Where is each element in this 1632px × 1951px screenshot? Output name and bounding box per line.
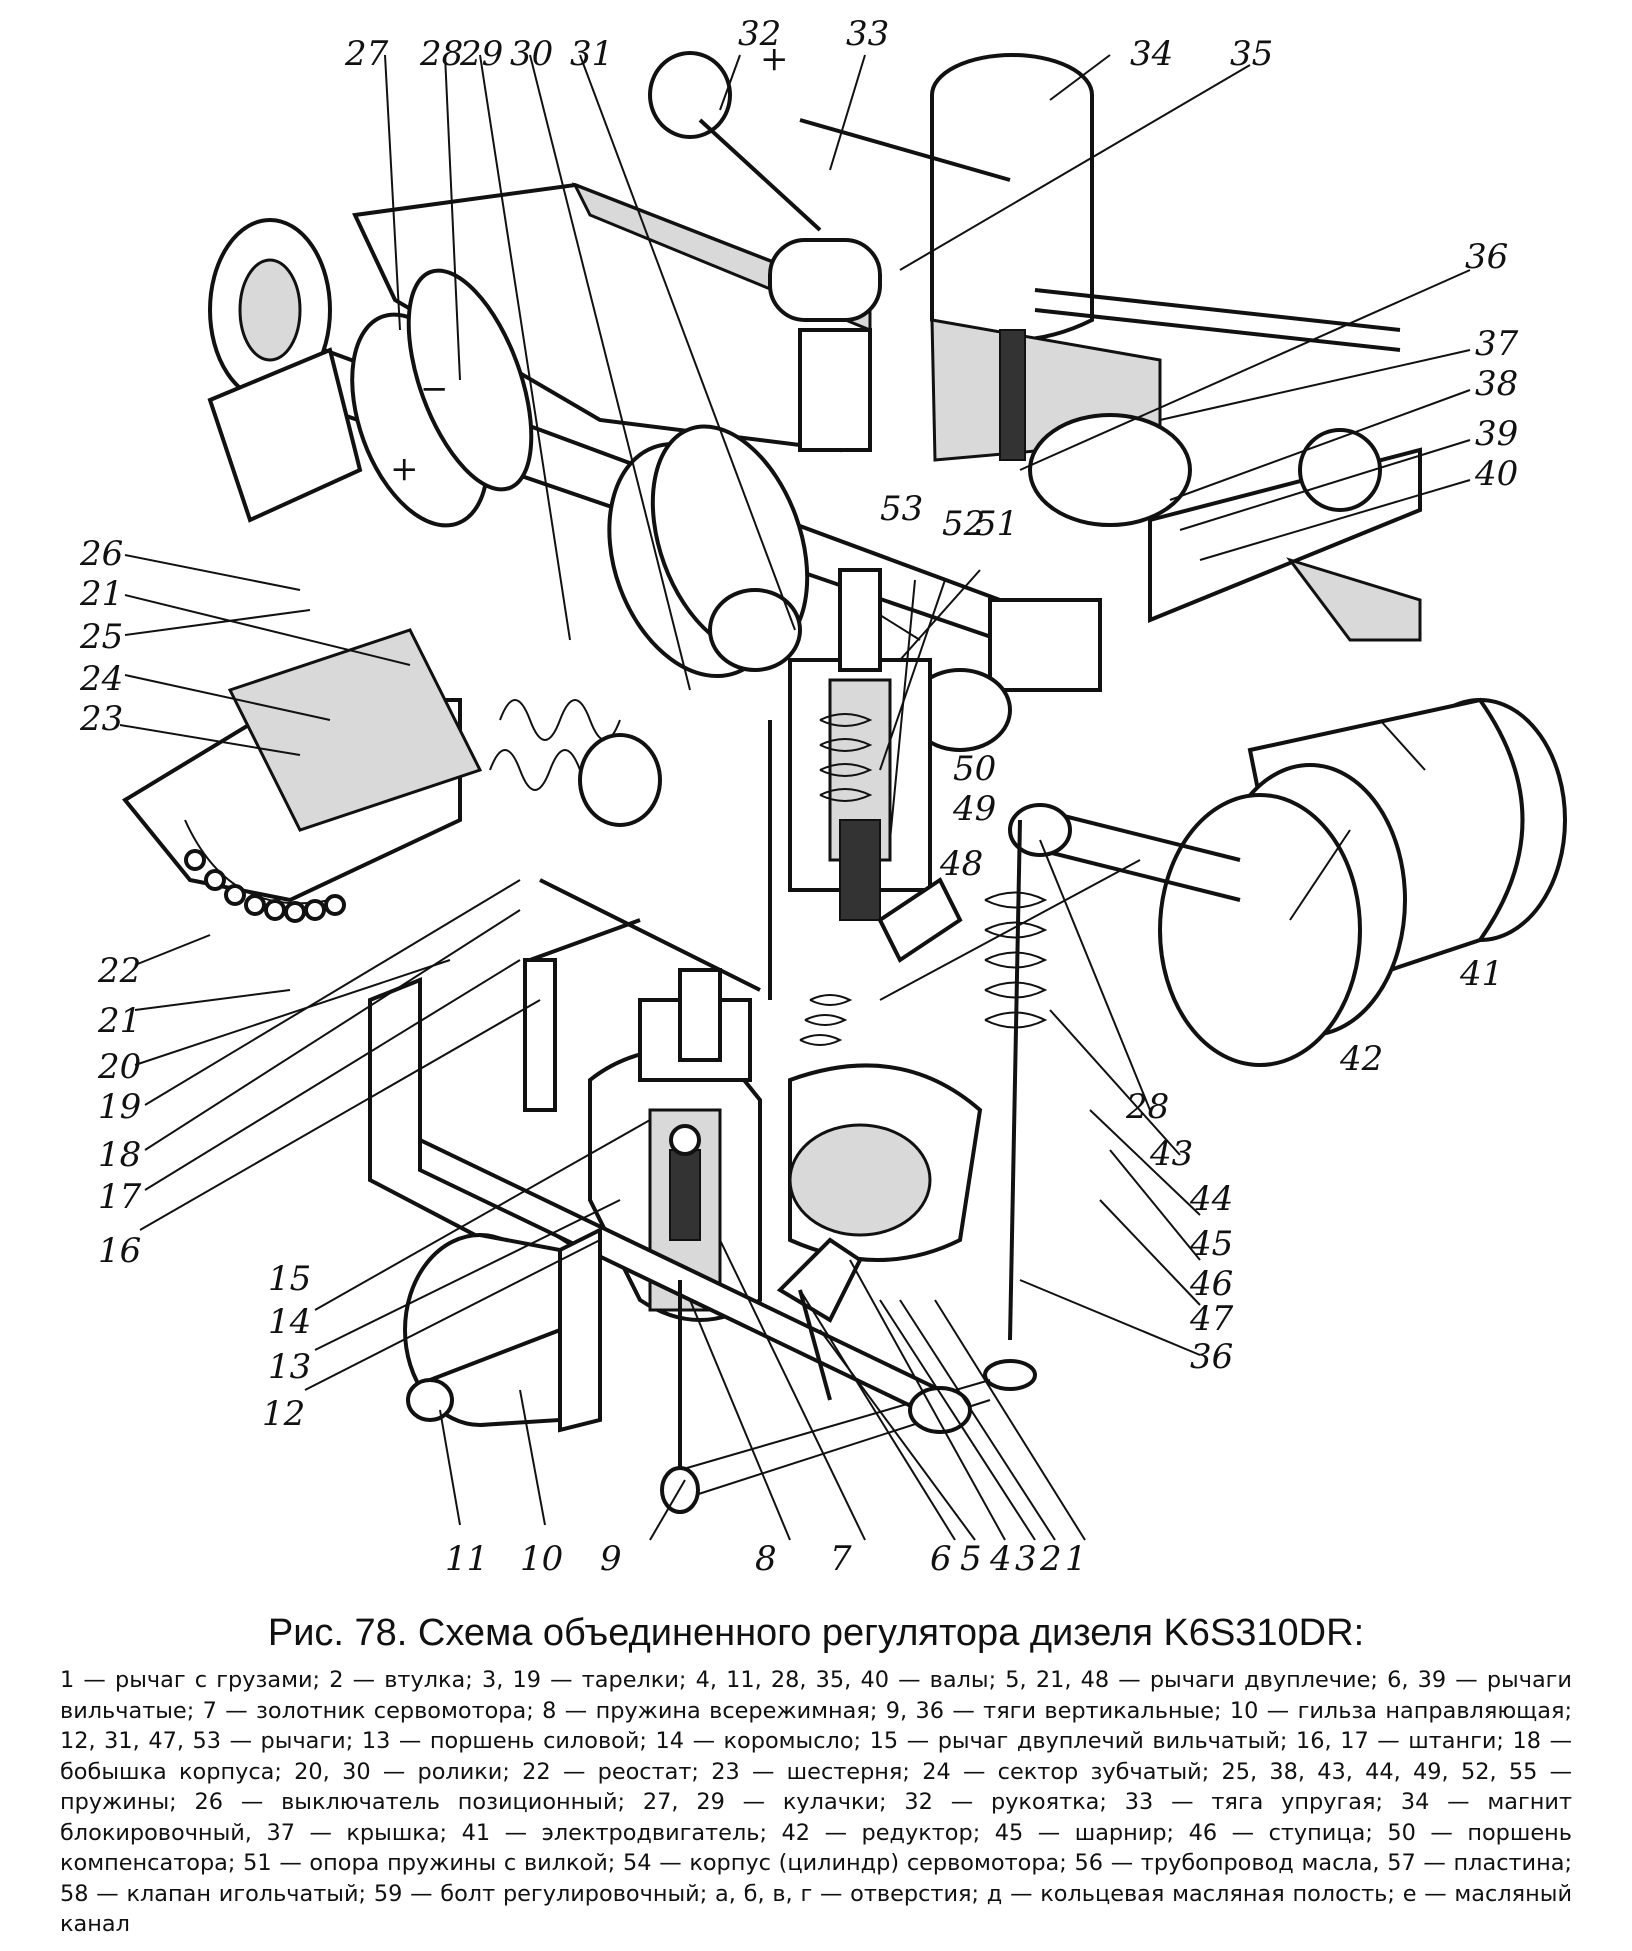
left-gear-assembly (122, 218, 483, 923)
label-49: 49 (952, 789, 996, 829)
label-10: 10 (520, 1539, 563, 1579)
label-20: 20 (97, 1047, 141, 1087)
label-29: 29 (459, 34, 503, 74)
label-27: 27 (344, 34, 389, 74)
label-32: 32 (738, 14, 781, 54)
label-52: 52 (942, 504, 985, 544)
plus-sign-handle: + (760, 39, 789, 79)
label-53: 53 (880, 489, 923, 529)
caption-legend: 1 — рычаг с грузами; 2 — втулка; 3, 19 —… (60, 1667, 1572, 1937)
label-28-lower: 28 (1125, 1087, 1169, 1127)
label-24: 24 (79, 659, 123, 699)
label-40: 40 (1474, 454, 1518, 494)
servomotor-body (588, 998, 983, 1322)
label-9: 9 (600, 1539, 622, 1579)
label-35: 35 (1230, 34, 1273, 74)
label-3: 3 (1015, 1539, 1037, 1579)
label-37: 37 (1475, 324, 1519, 364)
label-17: 17 (98, 1177, 142, 1217)
vertical-rod-36 (983, 819, 1048, 1391)
label-5: 5 (960, 1539, 982, 1579)
label-28-upper: 28 (419, 34, 463, 74)
label-19: 19 (98, 1087, 141, 1127)
label-42: 42 (1339, 1039, 1383, 1079)
label-16: 16 (98, 1231, 141, 1271)
plus-sign-cam: + (390, 449, 419, 489)
caption-title: Рис. 78. Схема объединенного регулятора … (267, 1612, 1365, 1654)
label-22: 22 (97, 951, 141, 991)
label-6: 6 (930, 1539, 952, 1579)
label-25: 25 (79, 617, 123, 657)
label-47: 47 (1189, 1299, 1234, 1339)
label-36-lower: 36 (1190, 1337, 1233, 1377)
reostat-contacts (184, 849, 346, 923)
part-labels: 1 2 3 4 5 6 7 8 9 10 11 12 13 14 15 16 1… (79, 14, 1519, 1579)
label-21-lower: 21 (97, 1001, 141, 1041)
drawing: + + − (122, 39, 1567, 1514)
label-21-upper: 21 (79, 574, 123, 614)
label-14: 14 (268, 1302, 311, 1342)
label-7: 7 (830, 1539, 852, 1579)
label-34: 34 (1130, 34, 1173, 74)
label-18: 18 (98, 1135, 141, 1175)
label-30: 30 (510, 34, 553, 74)
label-51: 51 (975, 504, 1018, 544)
compensator-cylinder (788, 568, 932, 921)
label-13: 13 (268, 1347, 311, 1387)
label-45: 45 (1189, 1224, 1233, 1264)
label-4: 4 (989, 1539, 1012, 1579)
block-magnet (930, 53, 1162, 462)
motor-and-reducer (1008, 697, 1567, 1067)
label-15: 15 (268, 1259, 311, 1299)
label-44: 44 (1189, 1179, 1233, 1219)
label-12: 12 (262, 1394, 305, 1434)
label-23: 23 (79, 699, 123, 739)
label-46: 46 (1189, 1264, 1233, 1304)
label-36-upper: 36 (1465, 237, 1508, 277)
label-50: 50 (953, 749, 996, 789)
label-33: 33 (846, 14, 889, 54)
cam-shaft-assembly (269, 268, 1001, 679)
figure-caption: Рис. 78. Схема объединенного регулятора … (60, 1612, 1572, 1940)
label-39: 39 (1475, 414, 1518, 454)
label-2: 2 (1039, 1539, 1062, 1579)
label-43: 43 (1149, 1134, 1193, 1174)
label-11: 11 (445, 1539, 488, 1579)
label-41: 41 (1459, 954, 1503, 994)
regulator-diagram: + + − (79, 14, 1567, 1579)
label-38: 38 (1475, 364, 1518, 404)
spring-25 (489, 699, 662, 827)
label-31: 31 (570, 34, 613, 74)
minus-sign-cam: − (420, 369, 449, 409)
label-48: 48 (939, 844, 983, 884)
lever-48 (768, 720, 963, 1046)
label-1: 1 (1065, 1539, 1087, 1579)
handle-32 (648, 51, 1011, 322)
label-26: 26 (79, 534, 123, 574)
label-8: 8 (755, 1539, 777, 1579)
leader-lines (119, 54, 1471, 1541)
